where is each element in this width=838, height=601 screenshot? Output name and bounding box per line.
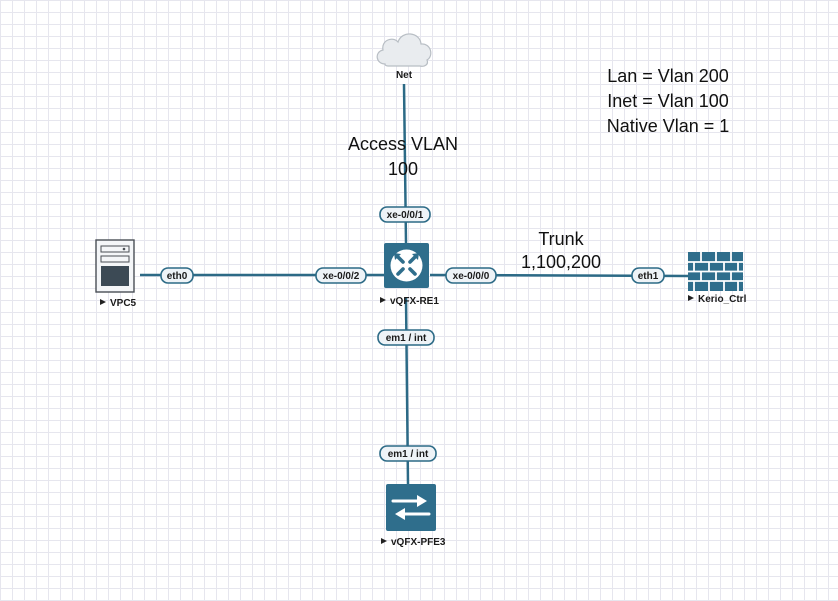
svg-text:eth1: eth1 bbox=[638, 271, 659, 282]
trunk-label: Trunk bbox=[538, 229, 584, 249]
svg-text:xe-0/0/2: xe-0/0/2 bbox=[323, 271, 360, 282]
node-router[interactable]: vQFX-RE1 bbox=[380, 243, 439, 307]
router-icon bbox=[384, 243, 429, 288]
cloud-icon bbox=[376, 33, 432, 67]
pfe-label: vQFX-PFE3 bbox=[391, 537, 446, 548]
router-label: vQFX-RE1 bbox=[390, 296, 439, 307]
node-vpcs[interactable]: VPC5 bbox=[95, 239, 137, 309]
node-firewall[interactable]: Kerio_Ctrl bbox=[688, 252, 747, 305]
access-vlan-value: 100 bbox=[388, 159, 418, 179]
iface-vpcs-eth0[interactable]: eth0 bbox=[160, 267, 194, 284]
iface-pfe-top[interactable]: em1 / int bbox=[379, 445, 437, 462]
svg-text:xe-0/0/1: xe-0/0/1 bbox=[387, 210, 424, 221]
firewall-icon bbox=[688, 252, 743, 291]
vpcs-expand-icon[interactable] bbox=[100, 299, 106, 305]
firewall-expand-icon[interactable] bbox=[688, 295, 694, 301]
iface-router-bottom[interactable]: em1 / int bbox=[377, 329, 435, 346]
vpcs-label: VPC5 bbox=[110, 298, 137, 309]
svg-text:em1 / int: em1 / int bbox=[388, 449, 429, 460]
router-expand-icon[interactable] bbox=[380, 297, 386, 303]
legend-inet: Inet = Vlan 100 bbox=[607, 91, 729, 111]
legend-lan: Lan = Vlan 200 bbox=[607, 66, 729, 86]
node-net[interactable]: Net bbox=[376, 33, 432, 81]
switch-icon bbox=[386, 484, 436, 531]
net-label: Net bbox=[396, 70, 413, 81]
server-icon bbox=[95, 239, 135, 293]
firewall-label: Kerio_Ctrl bbox=[698, 294, 747, 305]
node-pfe[interactable]: vQFX-PFE3 bbox=[381, 484, 446, 548]
iface-firewall-eth1[interactable]: eth1 bbox=[631, 267, 665, 284]
legend-native: Native Vlan = 1 bbox=[607, 116, 730, 136]
iface-router-left[interactable]: xe-0/0/2 bbox=[315, 267, 367, 284]
iface-router-right[interactable]: xe-0/0/0 bbox=[445, 267, 497, 284]
iface-router-top[interactable]: xe-0/0/1 bbox=[379, 206, 431, 223]
svg-text:xe-0/0/0: xe-0/0/0 bbox=[453, 271, 490, 282]
pfe-expand-icon[interactable] bbox=[381, 538, 387, 544]
svg-text:eth0: eth0 bbox=[167, 271, 188, 282]
access-vlan-label: Access VLAN bbox=[348, 134, 458, 154]
svg-text:em1 / int: em1 / int bbox=[386, 333, 427, 344]
trunk-vlans: 1,100,200 bbox=[521, 252, 601, 272]
